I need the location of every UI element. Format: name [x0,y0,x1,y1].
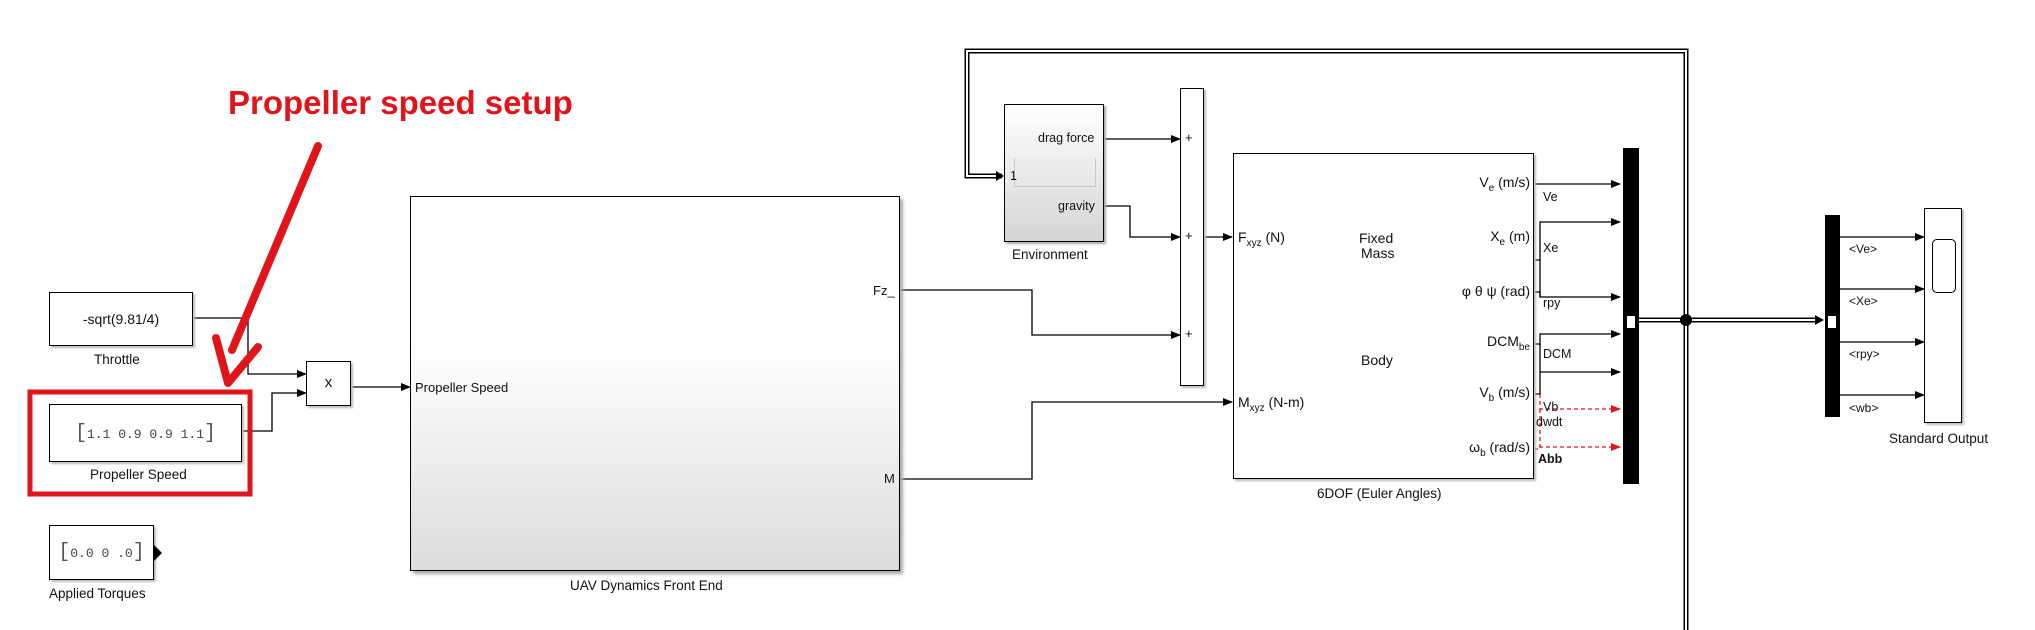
uav-dynamics-subsystem[interactable] [410,196,900,571]
sixdof-out-euler: φ θ ψ (rad) [1461,283,1530,299]
sum-plus-1: + [1185,130,1193,145]
uav-subsystem-label: UAV Dynamics Front End [570,578,723,593]
propeller-speed-block[interactable]: [1.1 0.9 0.9 1.1] [49,404,242,462]
sixdof-out-wb: ωb (rad/s) [1469,439,1530,459]
sixdof-center-fixed: Fixed [1359,230,1394,246]
environment-label: Environment [1012,247,1088,262]
sixdof-in-force: Fxyz (N) [1238,229,1285,249]
bus-selector-port [1828,314,1836,330]
selector-rpy: <rpy> [1849,347,1880,361]
selector-wb: <wb> [1849,401,1879,415]
environment-port-drag: drag force [1038,131,1095,145]
propeller-speed-label: Propeller Speed [90,467,187,482]
standard-output-block[interactable] [1924,208,1962,423]
annotation-arrowhead [212,334,262,387]
wire-feedback-bus-inner [966,50,1687,630]
throttle-block[interactable]: -sqrt(9.81/4) [49,292,193,346]
applied-torques-label: Applied Torques [49,586,146,601]
sum-plus-3: + [1185,326,1193,341]
scope-screen-icon [1932,239,1956,293]
branch-point [1680,314,1692,326]
sixdof-label: 6DOF (Euler Angles) [1317,486,1442,501]
bus-creator-port [1627,314,1635,330]
annotation-arrow-shaft [228,142,322,354]
product-block[interactable]: x [306,361,351,406]
signal-dcm: DCM [1543,347,1572,361]
wire-wb [1534,443,1621,451]
uav-out-fz-label: Fz_ [873,283,895,298]
signal-wb: Abb [1538,452,1563,466]
applied-torques-value: [0.0 0 .0] [58,541,145,564]
selector-xe: <Xe> [1849,294,1878,308]
sixdof-out-xe: Xe (m) [1490,228,1530,248]
sum-block[interactable] [1180,88,1204,386]
wire-throttle [193,317,307,378]
wire-xe [1534,218,1621,261]
applied-torques-block[interactable]: [0.0 0 .0] [49,525,154,580]
selector-ve: <Ve> [1849,242,1878,256]
wire-vb [1534,372,1541,395]
signal-ve: Ve [1543,190,1558,204]
annotation-highlight-box [27,389,253,497]
environment-preview [1014,158,1096,187]
sixdof-in-moment: Mxyz (N-m) [1238,394,1305,414]
annotation-title: Propeller speed setup [228,84,573,121]
sixdof-out-dcm: DCMbe [1486,333,1530,353]
wire-propeller-speed [242,389,307,432]
environment-port-gravity: gravity [1058,199,1095,213]
propeller-speed-value: [1.1 0.9 0.9 1.1] [74,422,217,445]
wire-m [900,398,1233,480]
sixdof-center-body: Body [1361,352,1393,368]
wire-dcm [1534,330,1621,345]
uav-out-m-label: M [884,471,895,486]
signal-dwdt: dwdt [1536,415,1563,429]
signal-vb: Vb [1543,400,1559,414]
throttle-label: Throttle [94,352,140,367]
sixdof-block[interactable] [1233,153,1534,479]
wire-gravity [1104,205,1181,241]
environment-subsystem[interactable] [1004,104,1104,242]
environment-port-in: 1 [1010,169,1017,183]
wire-fz [900,289,1181,339]
signal-rpy: rpy [1543,296,1561,310]
product-symbol: x [324,374,333,391]
throttle-value: -sqrt(9.81/4) [82,311,160,327]
sixdof-out-ve: Ve (m/s) [1479,174,1530,194]
sum-plus-2: + [1185,228,1193,243]
signal-xe: Xe [1543,241,1559,255]
uav-in-port-label: Propeller Speed [415,380,509,395]
standard-output-label: Standard Output [1889,431,1989,446]
sixdof-center-mass: Mass [1361,245,1395,261]
sixdof-out-vb: Vb (m/s) [1479,384,1530,404]
applied-torques-port-icon [154,545,162,561]
